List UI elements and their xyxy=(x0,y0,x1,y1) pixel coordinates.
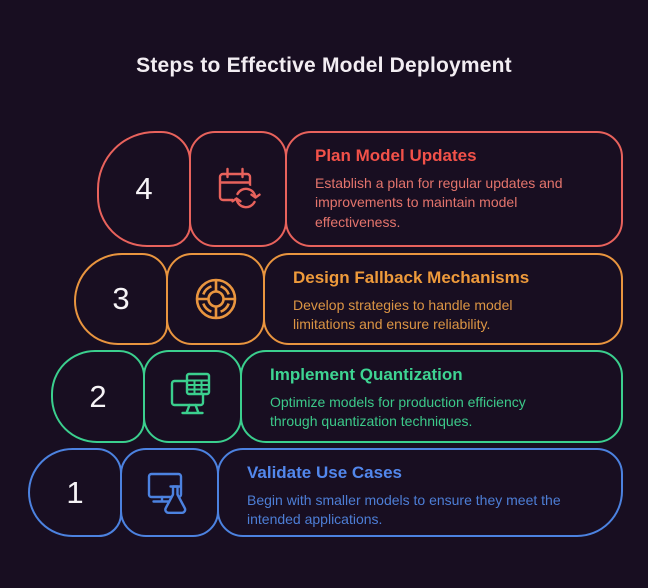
step-row-1: Validate Use Cases Begin with smaller mo… xyxy=(0,448,648,537)
step-2-card: Implement Quantization Optimize models f… xyxy=(240,350,623,443)
step-1-title: Validate Use Cases xyxy=(247,463,402,482)
step-2-number: 2 xyxy=(89,378,107,414)
step-3-icon-panel xyxy=(166,253,265,345)
monitor-flask-icon xyxy=(142,465,198,521)
page-title: Steps to Effective Model Deployment xyxy=(136,54,512,77)
wheel-icon xyxy=(188,271,244,327)
step-2-icon-panel xyxy=(143,350,242,443)
step-3-card: Design Fallback Mechanisms Develop strat… xyxy=(263,253,623,345)
step-4-icon-panel xyxy=(189,131,287,247)
calendar-refresh-icon xyxy=(210,161,266,211)
step-row-2: Implement Quantization Optimize models f… xyxy=(0,350,648,443)
step-3-number: 3 xyxy=(112,281,130,316)
step-4-title: Plan Model Updates xyxy=(315,146,477,165)
step-2-description: Optimize models for production efficienc… xyxy=(270,394,526,430)
step-4-number-bubble: 4 xyxy=(97,131,191,247)
step-3-description: Develop strategies to handle model limit… xyxy=(293,297,513,333)
step-4-number: 4 xyxy=(135,171,153,206)
step-3-number-bubble: 3 xyxy=(74,253,168,345)
step-1-number: 1 xyxy=(66,474,84,510)
step-4-description: Establish a plan for regular updates and… xyxy=(315,175,563,230)
step-1-number-bubble: 1 xyxy=(28,448,122,537)
step-1-card: Validate Use Cases Begin with smaller mo… xyxy=(217,448,623,537)
step-3-title: Design Fallback Mechanisms xyxy=(293,268,530,287)
step-2-title: Implement Quantization xyxy=(270,365,463,384)
step-4-card: Plan Model Updates Establish a plan for … xyxy=(285,131,623,247)
step-row-3: Design Fallback Mechanisms Develop strat… xyxy=(0,253,648,345)
step-1-description: Begin with smaller models to ensure they… xyxy=(247,492,561,528)
step-row-4: Plan Model Updates Establish a plan for … xyxy=(0,131,648,247)
step-2-number-bubble: 2 xyxy=(51,350,145,443)
step-1-icon-panel xyxy=(120,448,219,537)
monitor-table-icon xyxy=(165,369,221,425)
